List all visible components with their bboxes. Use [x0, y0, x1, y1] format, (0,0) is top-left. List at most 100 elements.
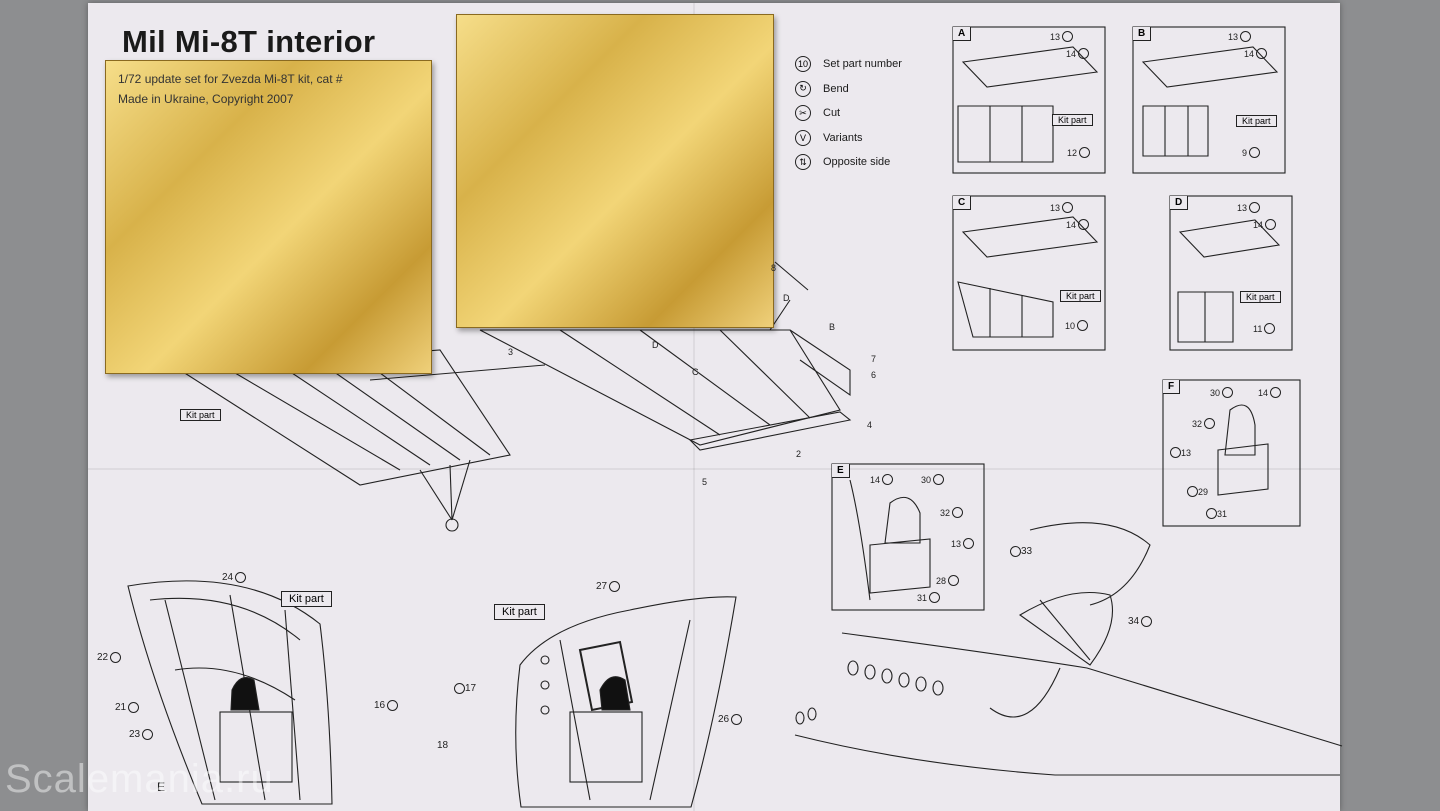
- bend-icon: ↻: [795, 80, 811, 97]
- variant-b-label: B: [1133, 27, 1152, 41]
- floor-callout: D: [652, 340, 659, 350]
- bend-icon: [1187, 486, 1198, 497]
- part-callout: 23: [129, 729, 154, 740]
- bend-icon: [1270, 387, 1282, 398]
- legend-item: ✂ Cut: [795, 101, 902, 126]
- part-callout: 27: [596, 581, 621, 592]
- part-callout: 21: [115, 702, 140, 713]
- floor-callout: C: [692, 367, 699, 377]
- bend-icon: [454, 683, 465, 694]
- floor-callout: 5: [702, 477, 708, 487]
- watermark: Scalemania.ru: [5, 757, 274, 801]
- part-callout: 30: [921, 474, 945, 485]
- part-callout: 13: [1168, 447, 1191, 458]
- cut-icon: ✂: [795, 105, 811, 122]
- subtitle-line-2: Made in Ukraine, Copyright 2007: [118, 92, 294, 106]
- bend-icon: [1249, 147, 1261, 158]
- floor-callout: 3: [508, 347, 514, 357]
- bend-icon: [1079, 147, 1091, 158]
- bend-icon: [387, 700, 399, 711]
- variant-e-label: E: [832, 464, 850, 478]
- number-circle-icon: 10: [795, 56, 811, 73]
- part-callout: 11: [1253, 323, 1276, 334]
- part-callout: 22: [97, 652, 122, 663]
- bend-icon: [1010, 546, 1021, 557]
- bend-icon: [1206, 508, 1217, 519]
- floor-callout: 7: [871, 354, 877, 364]
- bend-icon: [142, 729, 154, 740]
- legend-item: ↻ Bend: [795, 77, 902, 102]
- part-callout: 14: [1253, 219, 1277, 230]
- bend-icon: [128, 702, 140, 713]
- bend-icon: [1265, 219, 1277, 230]
- bend-icon: [963, 538, 975, 549]
- part-callout: 31: [917, 592, 941, 603]
- part-callout: 14: [870, 474, 894, 485]
- legend-label: Cut: [823, 107, 841, 120]
- bend-icon: [933, 474, 945, 485]
- bend-icon: [929, 592, 941, 603]
- bend-icon: [1249, 202, 1261, 213]
- part-callout: 34: [1128, 616, 1153, 627]
- legend-label: Variants: [823, 131, 863, 144]
- floor-callout: 6: [871, 370, 877, 380]
- floor-callout: D: [783, 293, 790, 303]
- bend-icon: [882, 474, 894, 485]
- bend-icon: [1062, 202, 1074, 213]
- bend-icon: [1204, 418, 1216, 429]
- legend-item: 10 Set part number: [795, 52, 902, 77]
- part-callout: 13: [951, 538, 975, 549]
- bend-icon: [1078, 219, 1090, 230]
- part-callout: 16: [374, 700, 399, 711]
- part-callout: 32: [940, 507, 964, 518]
- variant-c-label: C: [953, 196, 972, 210]
- bend-icon: [1077, 320, 1089, 331]
- part-callout: 17: [452, 683, 476, 694]
- page-title: Mil Mi-8T interior: [122, 24, 376, 59]
- part-callout: 10: [1065, 320, 1089, 331]
- variant-a-label: A: [953, 27, 972, 41]
- part-callout: 18: [437, 740, 449, 751]
- part-callout: 14: [1066, 48, 1090, 59]
- paper-fold-horizontal: [88, 468, 1340, 470]
- variant-c-kit-label: Kit part: [1060, 290, 1101, 302]
- part-callout: 31: [1204, 508, 1227, 519]
- part-callout: 14: [1066, 219, 1090, 230]
- cockpit-left-drawing: [127, 580, 333, 805]
- brass-fret-left: [105, 60, 432, 374]
- floor-callout: 2: [796, 449, 802, 459]
- part-callout: 29: [1185, 486, 1208, 497]
- bend-icon: [1062, 31, 1074, 42]
- part-callout: 13: [1228, 31, 1252, 42]
- part-callout: 28: [936, 575, 960, 586]
- variant-box-drawings: [831, 26, 1301, 611]
- part-callout: 30: [1210, 387, 1234, 398]
- bend-icon: [948, 575, 960, 586]
- floor-callout: 8: [771, 263, 777, 273]
- legend-label: Set part number: [823, 58, 902, 71]
- part-callout: 9: [1242, 147, 1261, 158]
- variant-a-kit-label: Kit part: [1052, 114, 1093, 126]
- brass-fret-right: [456, 14, 774, 328]
- bend-icon: [952, 507, 964, 518]
- door-drawing: [1018, 522, 1151, 666]
- part-callout: 32: [1192, 418, 1216, 429]
- variant-d-label: D: [1170, 196, 1189, 210]
- bend-icon: [609, 581, 621, 592]
- part-callout: 26: [718, 714, 743, 725]
- floor-panel-drawing: [178, 261, 852, 532]
- cockpit-left-kit-label: Kit part: [281, 591, 332, 607]
- subtitle-line-1: 1/72 update set for Zvezda Mi-8T kit, ca…: [118, 72, 343, 86]
- part-callout: 12: [1067, 147, 1091, 158]
- bend-icon: [1141, 616, 1153, 627]
- legend-label: Bend: [823, 82, 849, 95]
- part-callout: 13: [1237, 202, 1261, 213]
- floor-callout: 4: [867, 420, 873, 430]
- part-callout: 14: [1244, 48, 1268, 59]
- fuselage-drawing: [794, 632, 1343, 776]
- part-callout: 13: [1050, 31, 1074, 42]
- part-callout: 24: [222, 572, 247, 583]
